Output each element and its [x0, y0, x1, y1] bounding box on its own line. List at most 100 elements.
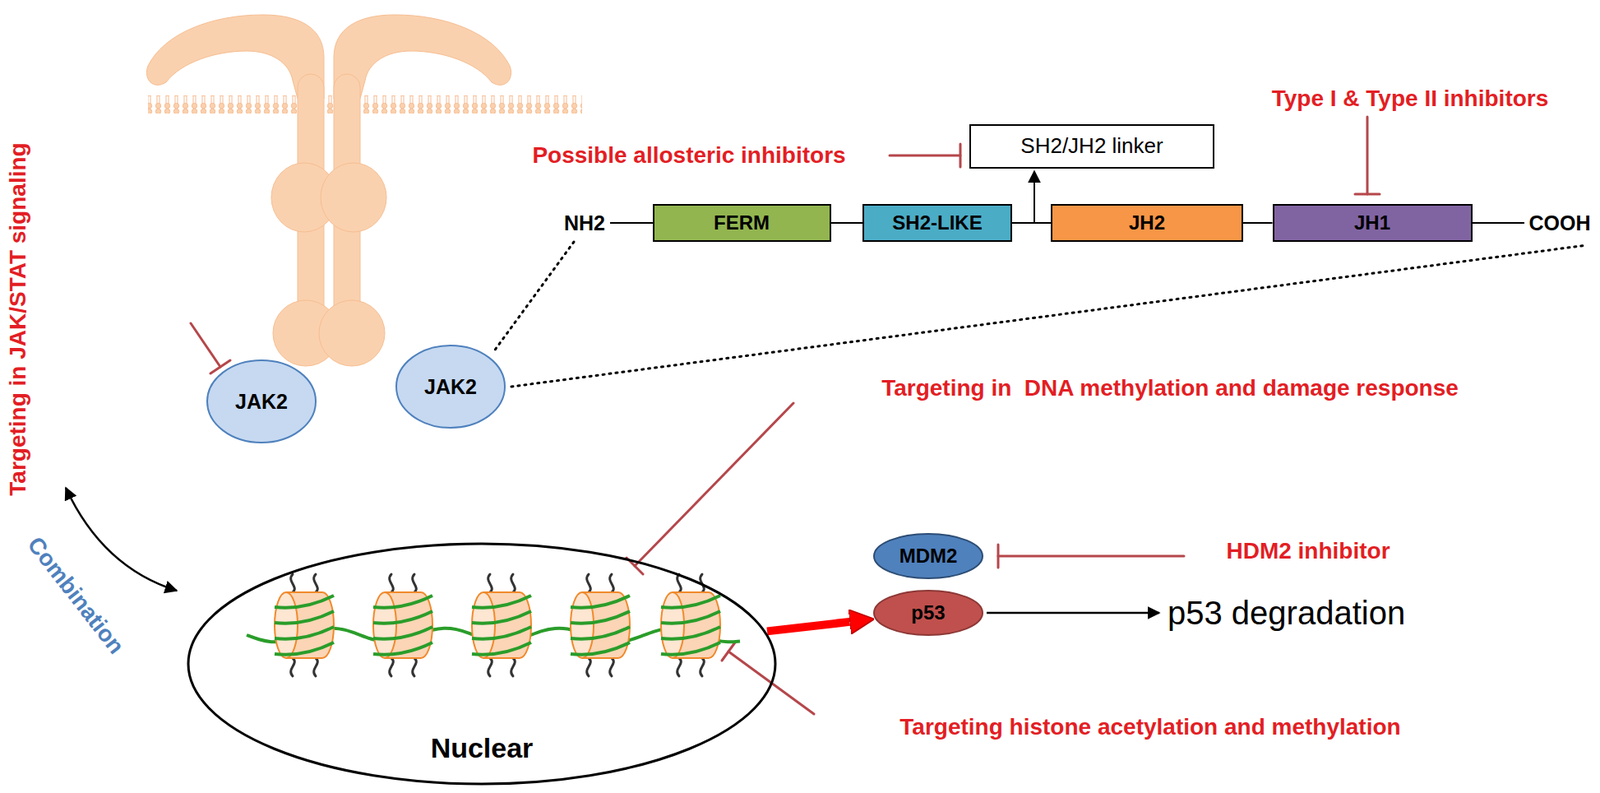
nucleosome — [373, 573, 433, 676]
histone-core — [570, 591, 594, 658]
dna-wrap — [570, 595, 630, 608]
terminus-label: COOH — [1529, 211, 1591, 236]
histone-tail — [700, 657, 705, 676]
histone-core — [384, 591, 421, 593]
dna-wrap — [471, 595, 532, 608]
outcome-label: p53 degradation — [1167, 593, 1406, 632]
histone-core — [582, 591, 619, 593]
backbone-connector — [1243, 221, 1273, 224]
backbone-connector — [1012, 221, 1051, 224]
node-text: FERM — [713, 211, 770, 235]
histone-tail — [511, 657, 516, 676]
histone-core — [384, 656, 421, 659]
histone-tail — [587, 573, 592, 592]
jak2-protein: JAK2 — [394, 343, 507, 430]
domain-box: JH1 — [1272, 203, 1473, 242]
protein-backbone — [610, 221, 653, 224]
domain-box: FERM — [652, 203, 832, 242]
histone-tail — [587, 657, 592, 676]
dna-wrap — [570, 642, 630, 655]
histone-core — [373, 591, 397, 658]
inhibition-bar — [721, 642, 736, 661]
histone-core — [483, 656, 520, 659]
degradation-arrow — [986, 611, 1160, 615]
p53-protein-outline — [873, 590, 983, 635]
mdm2-protein-outline — [873, 533, 983, 579]
combination-arrow — [65, 487, 177, 591]
dna-wrap — [471, 610, 532, 624]
mdm2-protein: MDM2 — [872, 531, 985, 580]
histone-tail — [677, 573, 682, 592]
node-text: JAK2 — [235, 389, 288, 414]
zoom-line — [493, 241, 1587, 387]
chromatin — [246, 573, 740, 676]
dna-wrap — [373, 610, 433, 624]
dna-wrap — [373, 626, 433, 639]
histone-core — [672, 591, 709, 593]
histone-tail — [291, 573, 296, 592]
nucleus-outline — [188, 543, 776, 784]
inhibitor-note: Type I & Type II inhibitors — [1271, 85, 1550, 112]
histone-tail — [389, 657, 394, 676]
inhibition-bar — [1354, 193, 1380, 196]
nucleus: Nuclear — [185, 541, 778, 787]
histone-tail — [389, 573, 394, 592]
histone-core — [286, 591, 323, 593]
inhibition-line — [634, 402, 794, 566]
strategy-note: Targeting in DNA methylation and damage … — [881, 374, 1459, 402]
terminus-label: NH2 — [564, 211, 606, 236]
node-text: JH2 — [1128, 211, 1166, 235]
dna-wrap — [661, 610, 721, 624]
inhibition-bar — [997, 544, 1000, 568]
backbone-connector — [831, 221, 864, 224]
node-text: p53 — [910, 601, 945, 625]
histone-core — [274, 591, 298, 658]
dna-wrap — [471, 642, 532, 655]
inhibition-line — [889, 154, 961, 158]
node-text: SH2/JH2 linker — [1020, 134, 1163, 159]
histone-core — [286, 656, 323, 659]
inhibition-line — [1366, 116, 1369, 195]
dna-wrap — [570, 626, 630, 639]
histone-tail — [610, 657, 615, 676]
dna-wrap — [661, 642, 721, 655]
dna-wrap — [471, 626, 532, 639]
dna-wrap — [274, 626, 334, 639]
dna-wrap — [661, 595, 721, 608]
p53-protein: p53 — [872, 588, 985, 637]
linker-box: SH2/JH2 linker — [969, 124, 1215, 169]
histone-tail — [610, 573, 615, 592]
histone-core — [672, 656, 709, 659]
node-text: SH2-LIKE — [892, 211, 982, 235]
dna-wrap — [274, 595, 334, 608]
strategy-note: Targeting histone acetylation and methyl… — [899, 713, 1401, 740]
histone-tail — [412, 573, 417, 592]
jak2-protein-outline — [396, 345, 505, 428]
histone-tail — [412, 657, 417, 676]
dna-wrap — [274, 642, 334, 655]
histone-tail — [314, 657, 319, 676]
cell-membrane — [147, 95, 583, 114]
histone-tail — [314, 573, 319, 592]
combination-note: Combination — [22, 531, 130, 660]
nucleosome — [570, 573, 630, 676]
histone-tail — [677, 657, 682, 676]
nucleosome — [274, 573, 334, 676]
flow-arrow — [767, 621, 850, 631]
histone-tail — [511, 573, 516, 592]
domain-box: SH2-LIKE — [862, 203, 1013, 242]
histone-tail — [488, 657, 493, 676]
histone-core — [471, 591, 495, 658]
dna-wrap — [274, 610, 334, 624]
jak2-protein: JAK2 — [205, 358, 318, 444]
inhibitor-note: HDM2 inhibitor — [1225, 537, 1390, 565]
zoom-line — [511, 245, 1587, 387]
node-text: Nuclear — [430, 731, 534, 764]
zoom-line — [493, 241, 574, 352]
node-text: MDM2 — [899, 544, 958, 568]
dna-wrap — [373, 642, 433, 655]
strategy-note: Targeting in JAK/STAT signaling — [4, 142, 32, 495]
node-text: JAK2 — [424, 374, 477, 399]
